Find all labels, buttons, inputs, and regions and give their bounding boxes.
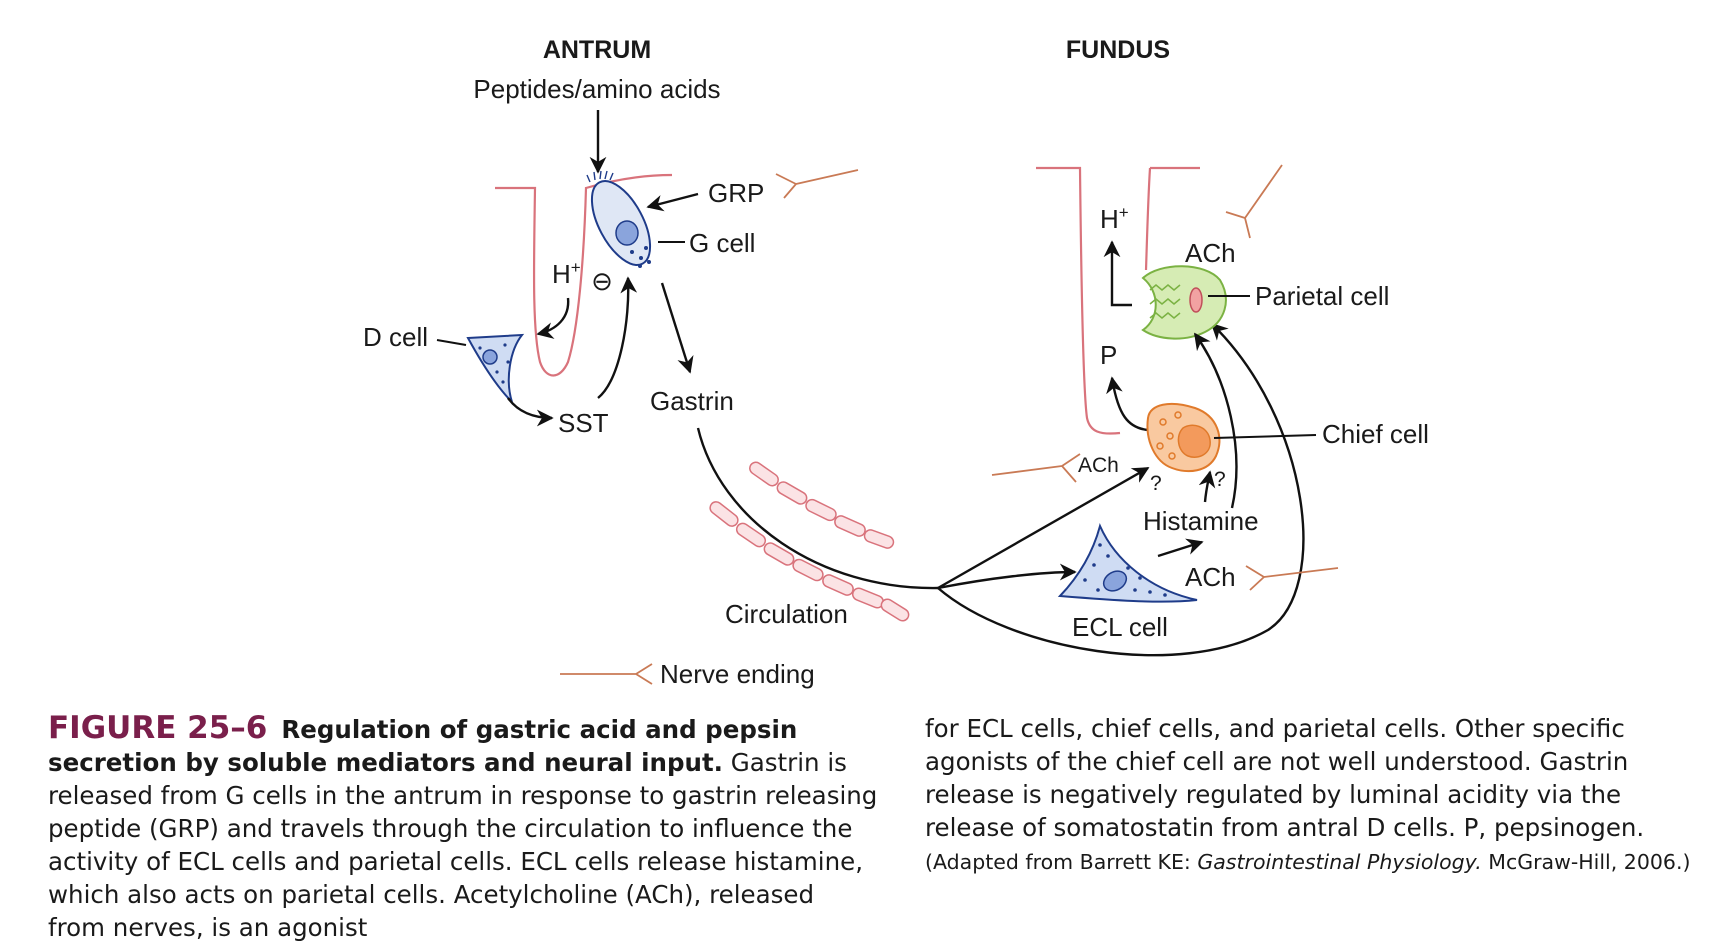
caption-body-left: Gastrin is released from G cells in the …	[48, 748, 878, 942]
d-cell-leader	[436, 339, 467, 346]
antrum-pit-outline	[495, 173, 673, 377]
arrow-to-chief	[937, 466, 1150, 590]
chief-leader	[1213, 434, 1317, 439]
g-cell	[586, 170, 652, 268]
ecl-cell	[1057, 523, 1198, 603]
sst-label: SST	[558, 408, 609, 438]
h-plus-right: H+	[1100, 203, 1129, 234]
antrum-title: ANTRUM	[543, 36, 651, 64]
inhibit-symbol: ⊖	[591, 266, 613, 296]
arrow-grp-to-gcell	[646, 192, 699, 212]
chief-cell	[1146, 402, 1221, 473]
ach-top-label: ACh	[1185, 238, 1236, 268]
d-cell	[466, 333, 525, 403]
arrow-parietal-to-hplus	[1103, 240, 1132, 307]
parietal-cell	[1141, 265, 1227, 340]
d-cell-label: D cell	[363, 322, 428, 352]
gastrin-circulation-path	[696, 427, 939, 590]
fundus-gland-outline	[1036, 166, 1200, 435]
question-right: ?	[1214, 468, 1226, 491]
grp-nerve-ending	[775, 169, 859, 199]
arrow-to-ecl	[937, 563, 1077, 590]
p-label: P	[1100, 340, 1117, 370]
ach-ecl-nerve	[1245, 565, 1339, 591]
circulation-label: Circulation	[725, 599, 848, 629]
arrow-ecl-to-histamine	[1157, 538, 1204, 558]
grp-label: GRP	[708, 178, 764, 208]
ach-left-nerve	[991, 453, 1081, 483]
caption-body-right: for ECL cells, chief cells, and parietal…	[925, 714, 1645, 842]
caption-title: Regulation of gastric acid and pepsin se…	[48, 715, 798, 777]
ach-left-label: ACh	[1078, 454, 1119, 477]
histamine-label: Histamine	[1143, 506, 1259, 536]
ach-ecl-label: ACh	[1185, 562, 1236, 592]
circulation-vessels	[709, 461, 910, 622]
arrow-histamine-to-parietal	[1194, 332, 1238, 509]
g-cell-label: G cell	[689, 228, 755, 258]
arrow-sst-to-gcell	[597, 276, 638, 399]
caption-right-column: for ECL cells, chief cells, and parietal…	[925, 712, 1715, 879]
fundus-title: FUNDUS	[1066, 36, 1170, 64]
figure-number: FIGURE 25–6	[48, 710, 268, 746]
gastric-secretion-diagram: ANTRUM FUNDUS Peptides/amino acids GRP G…	[363, 36, 1429, 689]
arrow-chief-to-p	[1106, 376, 1149, 432]
nerve-ending-legend-icon	[560, 663, 653, 685]
h-plus-left: H+	[552, 258, 581, 289]
caption-source: (Adapted from Barrett KE: Gastrointestin…	[925, 850, 1691, 874]
ecl-label: ECL cell	[1072, 612, 1168, 642]
arrow-hplus-to-dcell	[536, 297, 570, 339]
parietal-label: Parietal cell	[1255, 281, 1389, 311]
arrow-to-parietal	[937, 322, 1305, 657]
gastrin-label: Gastrin	[650, 386, 734, 416]
nerve-ending-label: Nerve ending	[660, 659, 815, 689]
peptides-label: Peptides/amino acids	[473, 74, 720, 104]
arrow-histamine-to-chief	[1198, 470, 1216, 503]
arrow-dcell-to-sst	[507, 397, 554, 427]
chief-label: Chief cell	[1322, 419, 1429, 449]
ach-top-nerve	[1225, 164, 1283, 239]
arrow-gcell-to-gastrin	[660, 282, 694, 374]
question-left: ?	[1150, 472, 1162, 495]
